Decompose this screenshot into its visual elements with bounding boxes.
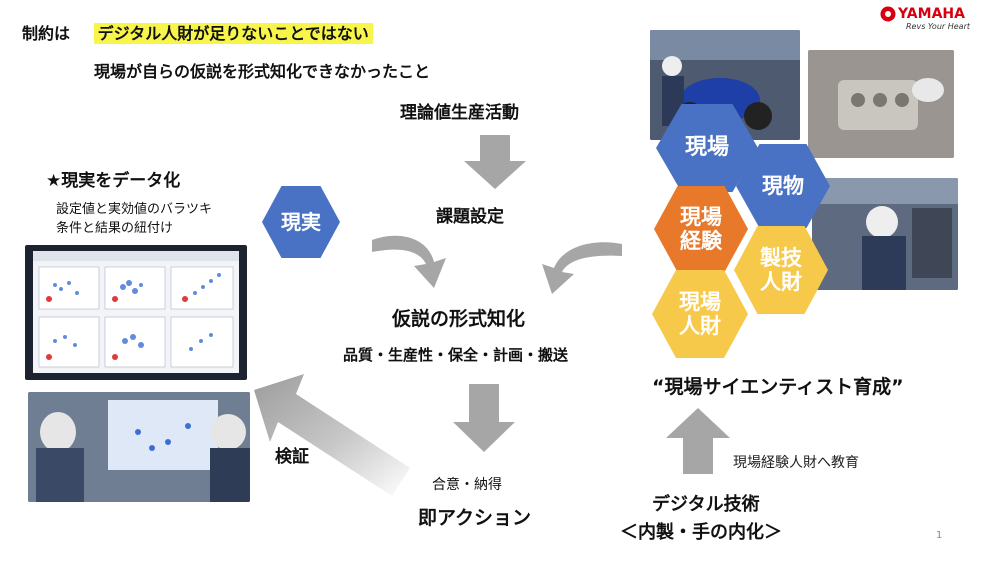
down-arrow-top [464,135,526,189]
yamaha-logo: YAMAHA Revs Your Heart [880,6,990,40]
data-screen-photo [25,245,247,380]
hex-tech-line2: 人財 [760,270,802,294]
digital-line1: デジタル技術 [652,494,760,515]
hex-genbutsu-label: 現物 [762,173,804,198]
hex-reality-label: 現実 [281,209,321,234]
page-number: 1 [936,530,943,541]
logo-tagline: Revs Your Heart [906,22,970,31]
issue-label: 課題設定 [436,207,504,227]
hex-tech-line1: 製技 [760,245,802,270]
subtitle: 現場が自らの仮説を形式知化できなかったこと [94,62,431,81]
agreement-label: 合意・納得 [432,477,502,493]
hex-reality: 現実 [262,186,340,258]
engine-photo [808,50,954,158]
curve-arrow-left [372,235,446,288]
hex-tech-people: 製技 人財 [734,226,828,314]
curve-arrow-right [542,242,622,294]
constraint-label: 制約は [22,24,71,43]
hex-experience-line1: 現場 [680,204,722,229]
meeting-photo [28,392,250,502]
hex-genba: 現場 [656,104,758,192]
scientist-label: “現場サイエンティスト育成” [652,376,904,398]
action-label: 即アクション [418,507,532,529]
hex-people-line1: 現場 [679,289,721,314]
tuning-fork-icon [880,6,896,22]
logo-brand: YAMAHA [898,6,965,22]
education-label: 現場経験人財へ教育 [733,455,859,471]
hypothesis-label: 仮説の形式知化 [392,308,526,330]
theory-label: 理論値生産活動 [400,103,519,123]
hex-genba-people: 現場 人財 [652,270,748,358]
constraint-line: 制約は デジタル人財が足りないことではない [22,20,373,44]
left-desc-line1: 設定値と実効値のバラツキ [56,202,213,217]
left-heading: ★現実をデータ化 [46,171,181,191]
hex-experience: 現場 経験 [654,186,748,272]
hex-people-line2: 人財 [679,314,721,338]
hex-genbutsu: 現物 [736,144,830,228]
verify-arrow [254,374,410,496]
constraint-highlight: デジタル人財が足りないことではない [93,23,373,44]
categories-label: 品質・生産性・保全・計画・搬送 [343,346,569,364]
down-arrow-bottom [453,384,515,452]
hex-experience-line2: 経験 [680,229,722,253]
left-desc-line2: 条件と結果の紐付け [56,221,174,236]
verify-label: 検証 [275,447,309,467]
up-arrow [666,408,730,474]
digital-line2: ＜内製・手の内化＞ [620,522,782,543]
worker-photo [812,178,958,290]
hex-genba-label: 現場 [684,135,729,161]
